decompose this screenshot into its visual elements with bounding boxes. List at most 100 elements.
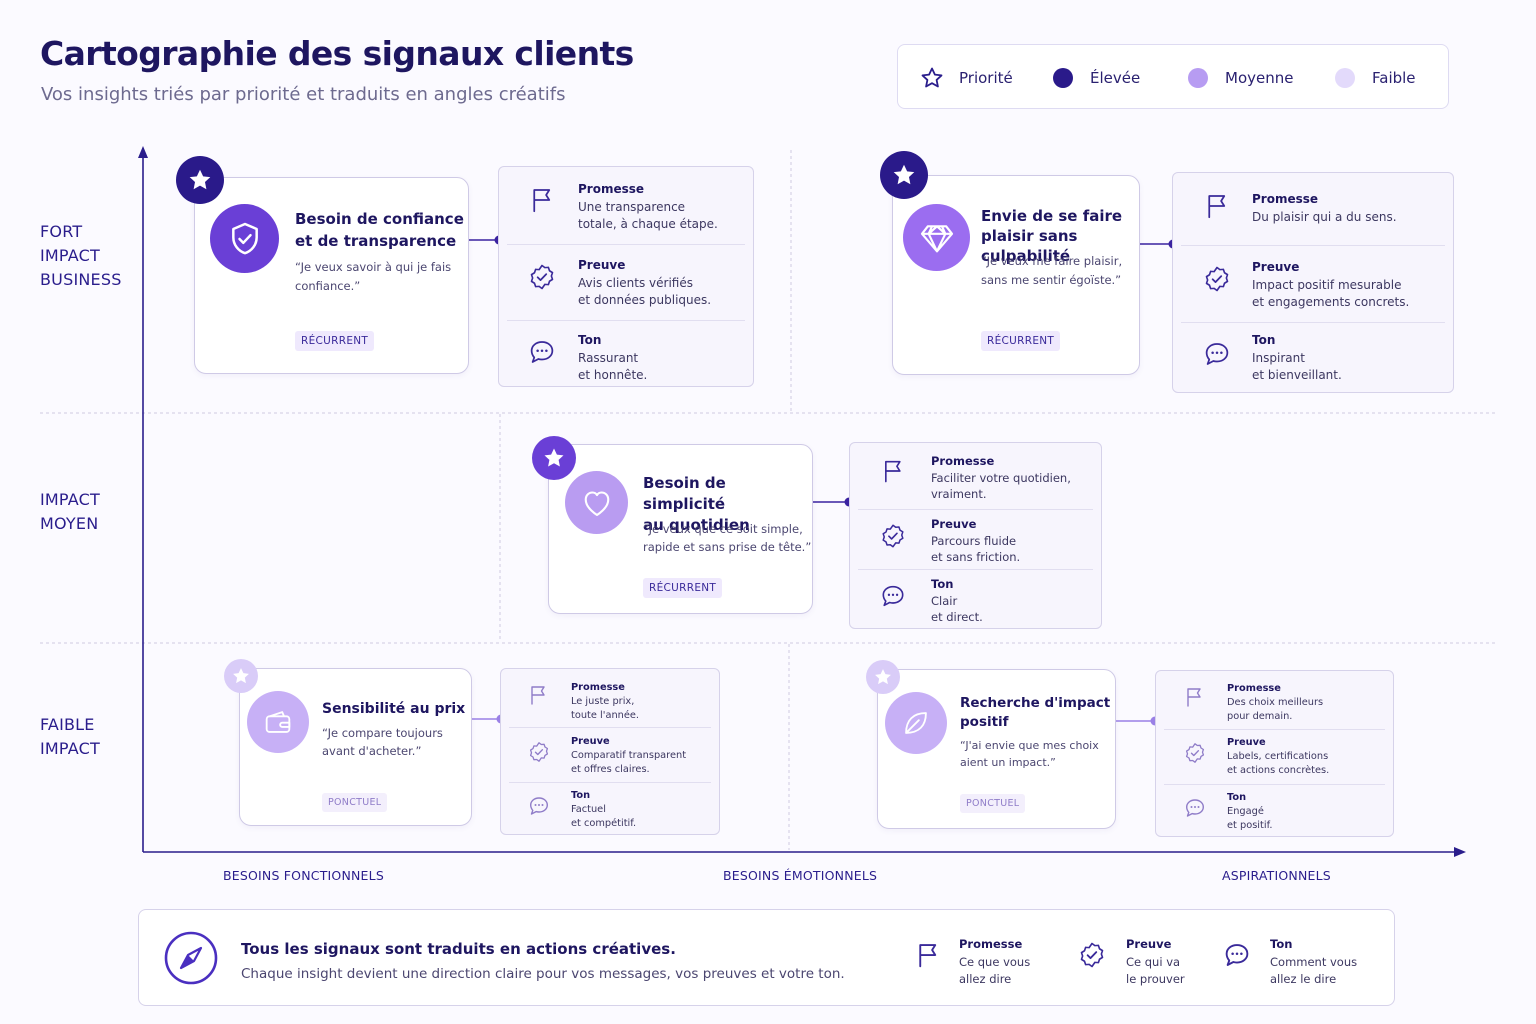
creative-panel: Promesse Du plaisir qui a du sens. Preuv…: [1172, 172, 1454, 393]
panel-heading: Preuve: [1227, 737, 1266, 748]
star-badge-icon: [532, 436, 576, 480]
frequency-tag: RÉCURRENT: [295, 331, 375, 351]
footer-item-label: Ton: [1270, 937, 1293, 951]
panel-divider: [1164, 784, 1385, 785]
panel-divider: [1181, 322, 1445, 323]
panel-divider: [509, 727, 711, 728]
panel-heading: Promesse: [571, 682, 625, 693]
panel-heading: Ton: [1227, 792, 1247, 803]
page-title: Cartographie des signaux clients: [40, 34, 634, 73]
frequency-tag: PONCTUEL: [960, 794, 1026, 813]
panel-heading: Ton: [571, 790, 591, 801]
footer-title: Tous les signaux sont traduits en action…: [241, 940, 676, 958]
panel-line: Inspirant: [1252, 350, 1305, 365]
flag-icon: [1187, 688, 1201, 707]
column-label-functional: BESOINS FONCTIONNELS: [223, 868, 384, 883]
row-label-line: IMPACT: [40, 739, 100, 758]
column-label-emotional: BESOINS ÉMOTIONNELS: [723, 868, 878, 883]
row-label-line: IMPACT: [40, 490, 100, 509]
creative-panel: Promesse Faciliter votre quotidien, vrai…: [849, 442, 1102, 629]
x-axis-arrow-icon: [1454, 847, 1466, 857]
panel-line: et direct.: [931, 610, 983, 624]
star-outline-icon: [921, 67, 943, 87]
quote-line: “Je veux me faire plaisir,: [981, 254, 1123, 268]
chat-bubble-icon: [882, 585, 904, 607]
row-label-line: FAIBLE: [40, 715, 95, 734]
shield-check-icon: [210, 204, 279, 273]
panel-line: Faciliter votre quotidien,: [931, 470, 1071, 485]
row-label-medium: IMPACT MOYEN: [40, 488, 100, 536]
insight-card-price[interactable]: Sensibilité au prix “Je compare toujours…: [239, 668, 472, 826]
panel-heading: Promesse: [931, 454, 995, 468]
row-label-high: FORT IMPACT BUSINESS: [40, 220, 122, 292]
panel-text: Ton Factuel et compétitif.: [571, 789, 636, 831]
panel-text: Ton Engagé et positif.: [1227, 791, 1272, 833]
panel-line: et bienveillant.: [1252, 368, 1342, 382]
card-title-line: au quotidien: [643, 516, 750, 534]
panel-line: Une transparence: [578, 199, 686, 214]
legend-priority-label: Priorité: [959, 68, 1013, 87]
panel-heading: Ton: [1252, 333, 1276, 347]
chat-bubble-icon: [1205, 343, 1229, 365]
panel-line: totale, à chaque étape.: [578, 217, 718, 231]
check-badge-icon: [1080, 942, 1104, 968]
quote-line: “Je compare toujours: [322, 726, 443, 740]
card-title: Besoin de simplicité au quotidien: [643, 473, 812, 536]
panel-text: Ton Rassurant et honnête.: [578, 332, 647, 385]
legend-low: Faible: [1335, 45, 1416, 110]
row-label-line: BUSINESS: [40, 270, 122, 289]
panel-text: Promesse Une transparence totale, à chaq…: [578, 181, 718, 234]
panel-line: vraiment.: [931, 487, 987, 501]
panel-text: Promesse Faciliter votre quotidien, vrai…: [931, 453, 1071, 503]
panel-line: et actions concrètes.: [1227, 765, 1330, 776]
creative-panel: Promesse Une transparence totale, à chaq…: [498, 166, 754, 387]
panel-text: Preuve Parcours fluide et sans friction.: [931, 516, 1020, 566]
panel-text: Preuve Impact positif mesurable et engag…: [1252, 259, 1409, 312]
card-quote: “J'ai envie que mes choix aient un impac…: [960, 737, 1099, 771]
card-title: Envie de se faire plaisir sans culpabili…: [981, 206, 1139, 266]
panel-heading: Ton: [931, 577, 954, 591]
panel-text: Preuve Labels, certifications et actions…: [1227, 736, 1329, 778]
insight-card-confidence[interactable]: Besoin de confiance et de transparence “…: [194, 177, 469, 374]
legend-high-dot: [1053, 67, 1073, 88]
panel-text: Ton Clair et direct.: [931, 576, 983, 626]
diamond-icon: [903, 204, 970, 271]
wallet-icon: [247, 691, 309, 753]
quote-line: aient un impact.”: [960, 756, 1056, 769]
card-title-line: Besoin de simplicité: [643, 474, 726, 513]
panel-line: Impact positif mesurable: [1252, 277, 1402, 292]
insight-card-simplicity[interactable]: Besoin de simplicité au quotidien “Je ve…: [548, 444, 813, 614]
compass-icon: [164, 931, 218, 985]
panel-line: et positif.: [1227, 820, 1273, 831]
page-subtitle: Vos insights triés par priorité et tradu…: [41, 84, 566, 105]
panel-divider: [509, 782, 711, 783]
quote-line: sans me sentir égoïste.”: [981, 273, 1122, 287]
star-badge-icon: [880, 151, 928, 199]
footer-item-text: Ton Comment vous allez le dire: [1270, 936, 1357, 989]
card-quote: “Je veux me faire plaisir, sans me senti…: [981, 252, 1122, 290]
flag-icon: [919, 944, 937, 968]
row-label-line: IMPACT: [40, 246, 100, 265]
insight-card-pleasure[interactable]: Envie de se faire plaisir sans culpabili…: [892, 175, 1140, 375]
footer-item-line: Ce que vous: [959, 954, 1031, 969]
frequency-tag: RÉCURRENT: [643, 578, 723, 598]
quote-line: “Je veux que ce soit simple,: [643, 522, 803, 536]
footer-item-line: allez le dire: [1270, 972, 1337, 986]
panel-divider: [1181, 245, 1445, 246]
row-label-line: MOYEN: [40, 514, 99, 533]
footer-text: Chaque insight devient une direction cla…: [241, 966, 845, 982]
y-axis-arrow-icon: [138, 146, 148, 158]
footer-item-label: Preuve: [1126, 937, 1172, 951]
footer-summary: Tous les signaux sont traduits en action…: [138, 909, 1395, 1006]
legend-high: Élevée: [1053, 45, 1140, 110]
card-title-line: et de transparence: [295, 232, 457, 250]
quote-line: avant d'acheter.”: [322, 744, 422, 758]
card-quote: “Je compare toujours avant d'acheter.”: [322, 724, 443, 760]
card-title-line: Envie de se faire: [981, 207, 1123, 225]
insight-card-impact[interactable]: Recherche d'impact positif “J'ai envie q…: [877, 669, 1116, 829]
check-badge-icon: [1185, 743, 1205, 763]
footer-item-label: Promesse: [959, 937, 1023, 951]
panel-line: et engagements concrets.: [1252, 295, 1410, 309]
panel-divider: [507, 244, 745, 245]
